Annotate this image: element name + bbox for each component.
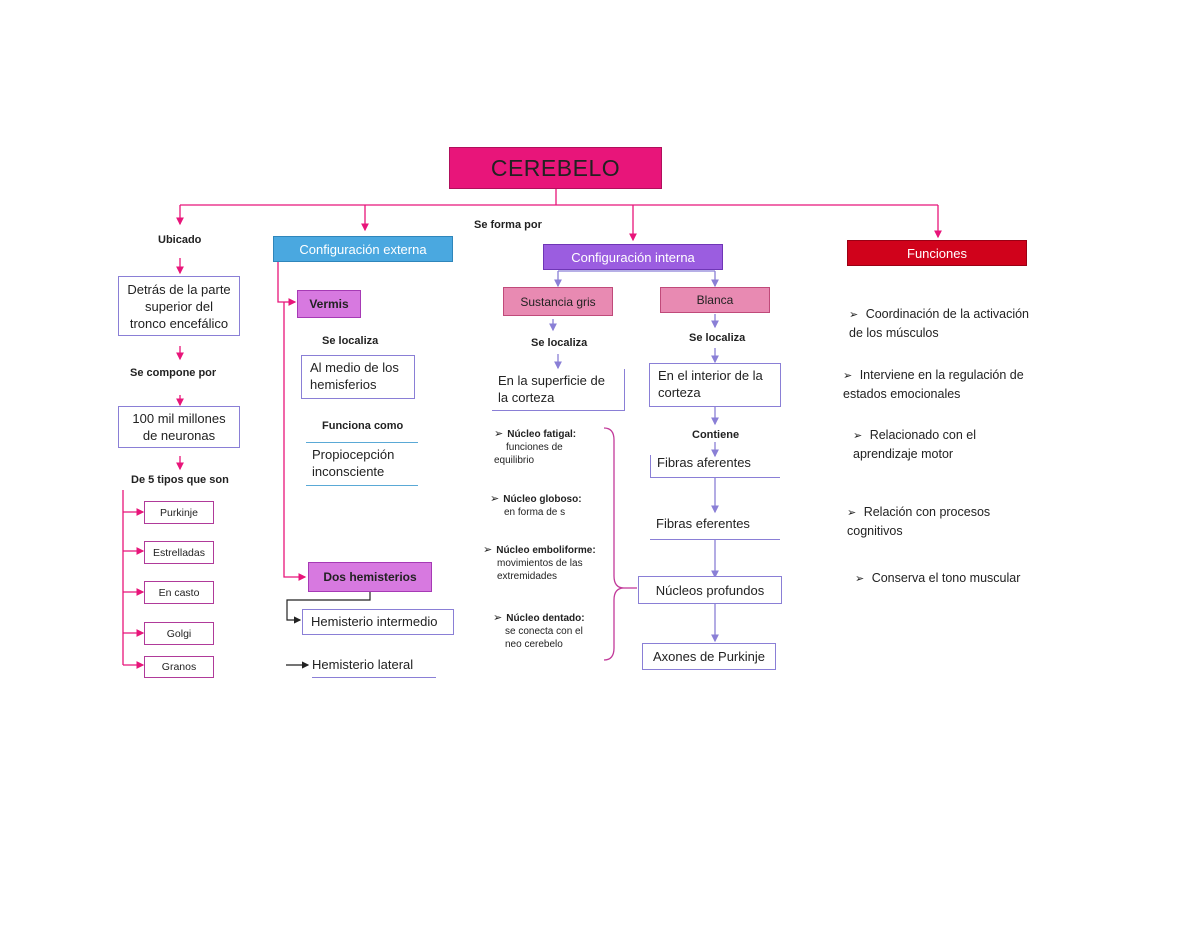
funcion-text: Interviene en la regulación de estados e…	[843, 368, 1024, 401]
funcion-text: Coordinación de la activación de los mús…	[849, 307, 1029, 340]
tipo-golgi: Golgi	[144, 622, 214, 645]
funcion-item: ➢ Conserva el tono muscular	[855, 569, 1055, 588]
funciona-text: Propiocepción inconsciente	[312, 447, 395, 479]
tipo-granos: Granos	[144, 656, 214, 678]
gris-localiza-box: En la superficie de la corteza	[492, 369, 625, 411]
compone-label: Se compone por	[130, 367, 217, 379]
chevron-icon: ➢	[855, 573, 865, 585]
chevron-icon: ➢	[843, 370, 853, 382]
vermis-localiza-label: Se localiza	[322, 335, 379, 347]
hemisferio-intermedio-text: Hemisterio intermedio	[311, 614, 438, 629]
funcion-text: Relación con procesos cognitivos	[847, 505, 991, 538]
fibras-eferentes: Fibras eferentes	[650, 514, 780, 540]
nucleo-desc: se conecta con el neo cerebelo	[505, 626, 583, 650]
nucleo-desc: en forma de s	[504, 507, 566, 518]
tipos-label: De 5 tipos que son	[131, 474, 229, 486]
funcion-text: Relacionado con el aprendizaje motor	[853, 428, 977, 461]
funciones-header: Funciones	[847, 240, 1027, 266]
sustancia-gris-box: Sustancia gris	[503, 287, 613, 316]
nucleo-item: ➢Núcleo emboliforme: movimientos de las …	[483, 544, 607, 583]
tipo-estrelladas: Estrelladas	[144, 541, 214, 564]
nucleo-name: Núcleo emboliforme:	[496, 545, 596, 556]
gris-localiza-text: En la superficie de la corteza	[498, 373, 605, 405]
funciona-label: Funciona como	[322, 420, 404, 432]
chevron-icon: ➢	[494, 428, 504, 440]
chevron-icon: ➢	[490, 493, 500, 505]
blanca-localiza-box: En el interior de la corteza	[649, 363, 781, 407]
nucleos-profundos-text: Núcleos profundos	[655, 582, 765, 598]
interna-header: Configuración interna	[543, 244, 723, 270]
nucleo-name: Núcleo fatigal:	[507, 429, 577, 440]
ubicado-box-text: Detrás de la parte superior del tronco e…	[127, 281, 231, 331]
gris-localiza-label: Se localiza	[531, 337, 588, 349]
hemisferios-box: Dos hemisterios	[308, 562, 432, 592]
externa-header: Configuración externa	[273, 236, 453, 262]
nucleo-desc: funciones de equilibrio	[494, 442, 563, 466]
blanca-localiza-label: Se localiza	[689, 332, 746, 344]
funcion-item: ➢ Interviene en la regulación de estados…	[843, 366, 1039, 403]
fibras-aferentes-text: Fibras aferentes	[657, 455, 751, 470]
tipo-purkinje: Purkinje	[144, 501, 214, 524]
vermis-localiza-box: Al medio de los hemisferios	[301, 355, 415, 399]
chevron-icon: ➢	[483, 544, 493, 556]
axones-text: Axones de Purkinje	[652, 649, 765, 664]
chevron-icon: ➢	[849, 309, 859, 321]
ubicado-box: Detrás de la parte superior del tronco e…	[118, 276, 240, 336]
chevron-icon: ➢	[847, 507, 857, 519]
funcion-item: ➢ Relación con procesos cognitivos	[847, 503, 1017, 540]
tipo-en-casto: En casto	[144, 581, 214, 604]
title-box: CEREBELO	[449, 147, 662, 189]
nucleo-desc: movimientos de las extremidades	[497, 558, 583, 582]
vermis-box: Vermis	[297, 290, 361, 318]
contiene-label: Contiene	[692, 429, 740, 441]
compone-box: 100 mil millones de neuronas	[118, 406, 240, 448]
chevron-icon: ➢	[853, 430, 863, 442]
blanca-localiza-text: En el interior de la corteza	[658, 368, 763, 400]
connector-label: Se forma por	[474, 219, 542, 231]
nucleo-item: ➢Núcleo dentado: se conecta con el neo c…	[493, 612, 605, 651]
hemisferio-lateral-text: Hemisterio lateral	[312, 657, 414, 672]
axones-box: Axones de Purkinje	[642, 643, 776, 670]
title-text: CEREBELO	[490, 154, 621, 181]
nucleos-profundos-box: Núcleos profundos	[638, 576, 782, 604]
nucleo-name: Núcleo globoso:	[503, 494, 582, 505]
compone-box-text: 100 mil millones de neuronas	[132, 411, 226, 443]
funciona-box: Propiocepción inconsciente	[306, 442, 418, 486]
funcion-item: ➢ Relacionado con el aprendizaje motor	[853, 426, 1013, 463]
vermis-localiza-text: Al medio de los hemisferios	[310, 360, 399, 392]
hemisferio-lateral: Hemisterio lateral	[312, 656, 436, 678]
funcion-item: ➢ Coordinación de la activación de los m…	[849, 305, 1039, 342]
fibras-eferentes-text: Fibras eferentes	[656, 516, 750, 531]
fibras-aferentes: Fibras aferentes	[650, 455, 780, 478]
chevron-icon: ➢	[493, 612, 503, 624]
blanca-box: Blanca	[660, 287, 770, 313]
nucleo-item: ➢Núcleo fatigal: funciones de equilibrio	[494, 428, 604, 467]
nucleo-name: Núcleo dentado:	[506, 613, 585, 624]
funcion-text: Conserva el tono muscular	[871, 571, 1021, 585]
nucleo-item: ➢Núcleo globoso: en forma de s	[490, 493, 606, 519]
ubicado-label: Ubicado	[158, 234, 202, 246]
hemisferio-intermedio-box: Hemisterio intermedio	[302, 609, 454, 635]
